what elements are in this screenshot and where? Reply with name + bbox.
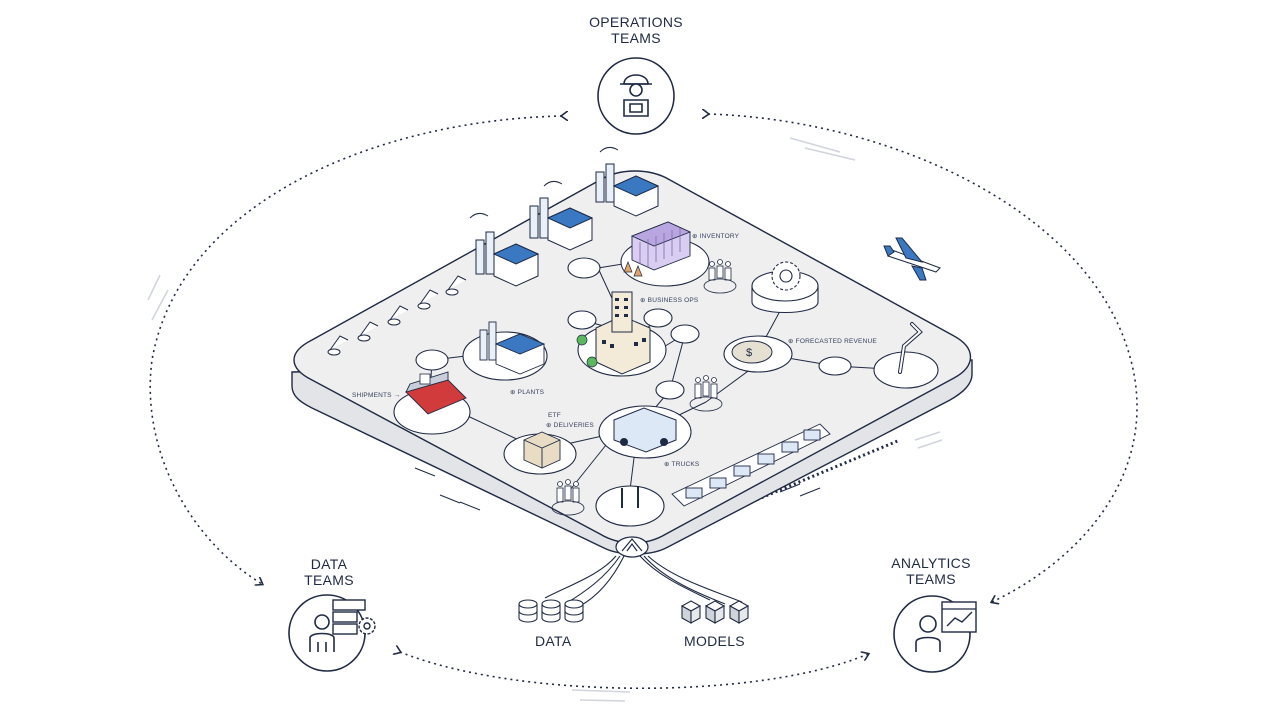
operations-teams-label: OPERATIONS TEAMS — [546, 14, 726, 46]
label-trucks: ⊕ TRUCKS — [664, 461, 700, 468]
svg-text:$: $ — [746, 347, 752, 359]
robot-arm-node — [873, 322, 939, 389]
factory-icon — [469, 212, 540, 287]
deliveries-node — [503, 431, 577, 475]
business-ops-node — [576, 291, 667, 377]
network-nodes — [415, 257, 852, 400]
operations-label-line2: TEAMS — [611, 30, 661, 46]
label-business-ops: ⊕ BUSINESS OPS — [640, 297, 699, 304]
factory-icon — [529, 180, 594, 251]
operations-team-icon — [597, 57, 675, 135]
robot-arm-row — [327, 275, 467, 356]
gear-node — [751, 261, 819, 314]
models-output-label: MODELS — [684, 633, 745, 649]
label-deliveries: ⊕ DELIVERIES — [546, 422, 594, 429]
factory-row — [469, 146, 660, 287]
data-cylinders-icon — [518, 599, 584, 623]
forecasted-revenue-node: $ — [723, 335, 793, 373]
data-output-label: DATA — [535, 633, 572, 649]
analytics-label-line2: TEAMS — [906, 571, 956, 587]
model-cubes-icon — [680, 600, 750, 624]
analytics-team-icon — [893, 595, 977, 673]
tools-node — [595, 485, 665, 527]
factory-icon — [595, 146, 660, 217]
motion-lines — [147, 137, 943, 702]
data-teams-label: DATA TEAMS — [239, 556, 419, 588]
data-label-line1: DATA — [310, 556, 348, 572]
truck-fleet-row — [671, 423, 831, 507]
chip-logo-icon — [615, 536, 649, 558]
analytics-label-line1: ANALYTICS — [891, 555, 971, 571]
output-cables — [544, 555, 743, 607]
label-etf: ETF — [548, 412, 561, 419]
data-team-icon — [288, 594, 376, 672]
shipments-node — [393, 371, 471, 435]
airplane-icon — [883, 237, 941, 281]
label-inventory: ⊕ INVENTORY — [692, 233, 740, 240]
cycle-arrow-ops-to-data — [149, 116, 562, 584]
label-shipments: SHIPMENTS → — [352, 392, 400, 399]
analytics-teams-label: ANALYTICS TEAMS — [841, 555, 1021, 587]
operations-label-line1: OPERATIONS — [589, 14, 683, 30]
trucks-node — [598, 405, 692, 459]
people-groups — [551, 259, 737, 516]
label-plants: ⊕ PLANTS — [510, 389, 545, 396]
cycle-arrow-ops-to-analytics — [708, 114, 1138, 602]
label-forecasted-revenue: ⊕ FORECASTED REVENUE — [788, 338, 877, 345]
inventory-node — [620, 221, 710, 287]
plants-node — [462, 321, 548, 381]
data-label-line2: TEAMS — [304, 572, 354, 588]
cycle-arrow-data-to-analytics — [400, 652, 868, 690]
